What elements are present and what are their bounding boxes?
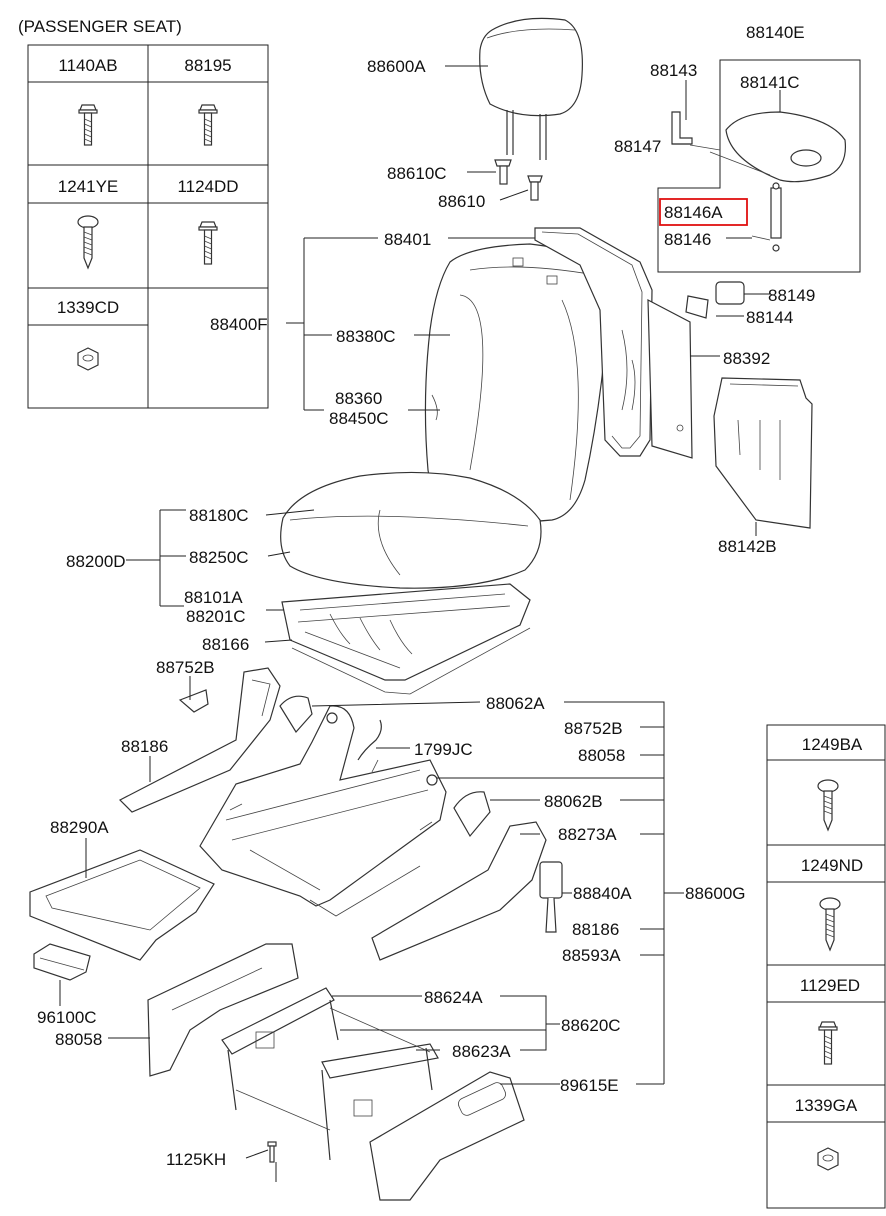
label-88146A: 88146A xyxy=(664,203,723,222)
cover-strip xyxy=(178,689,209,713)
bolt-part xyxy=(267,1141,277,1163)
label-1125KH: 1125KH xyxy=(166,1150,226,1169)
label-88186-left: 88186 xyxy=(121,737,168,756)
highlight-88146A xyxy=(659,198,748,226)
bolt-flange-icon xyxy=(198,221,218,265)
diagram-heading: (PASSENGER SEAT) xyxy=(18,17,182,36)
seat-rail-assembly xyxy=(221,987,439,1161)
label-88141C: 88141C xyxy=(740,73,800,92)
bolt-flange-icon xyxy=(198,104,218,146)
label-88149: 88149 xyxy=(768,286,815,305)
fastener-table-left: 1140AB 88195 1241YE 1124DD 1339CD xyxy=(27,44,269,409)
label-88401: 88401 xyxy=(384,230,431,249)
lumbar-bracket xyxy=(671,111,693,145)
base-cover-right xyxy=(369,1071,525,1201)
fastener-code-1129ED: 1129ED xyxy=(800,976,860,995)
label-88142B: 88142B xyxy=(718,537,777,556)
label-88180C: 88180C xyxy=(189,506,249,525)
recliner-right xyxy=(453,791,491,838)
label-96100C: 96100C xyxy=(37,1008,97,1027)
label-88752B-left: 88752B xyxy=(156,658,215,677)
fastener-code-1249ND: 1249ND xyxy=(801,856,863,875)
base-cover-left xyxy=(147,943,299,1077)
back-board xyxy=(647,298,693,459)
label-1799JC: 1799JC xyxy=(414,740,473,759)
label-88290A: 88290A xyxy=(50,818,109,837)
label-88101A: 88101A xyxy=(184,588,243,607)
seat-back xyxy=(424,243,609,522)
label-89615E: 89615E xyxy=(560,1076,619,1095)
fastener-code-1241YE: 1241YE xyxy=(58,177,119,196)
cushion-frame xyxy=(281,583,531,695)
label-88380C: 88380C xyxy=(336,327,396,346)
label-88752B-right: 88752B xyxy=(564,719,623,738)
seat-cushion xyxy=(280,471,542,589)
bolt-flange-icon xyxy=(78,104,98,146)
lumbar-support-box xyxy=(657,59,861,273)
label-88200D: 88200D xyxy=(66,552,126,571)
tapping-screw-icon xyxy=(817,779,839,832)
label-88600G: 88600G xyxy=(685,884,746,903)
leader-lines xyxy=(59,65,781,1182)
headrest-guide xyxy=(494,159,543,201)
fastener-code-88195: 88195 xyxy=(184,56,231,75)
control-module xyxy=(33,943,91,981)
tapping-screw-icon xyxy=(819,897,841,952)
label-88273A: 88273A xyxy=(558,825,617,844)
label-88624A: 88624A xyxy=(424,988,483,1007)
seat-belt-buckle xyxy=(539,861,563,933)
part-labels: 88600A 88610C 88610 88401 88400F 88380C … xyxy=(37,23,815,1169)
bolt-flange-icon xyxy=(818,1021,838,1065)
fastener-code-1339CD: 1339CD xyxy=(57,298,119,317)
label-88201C: 88201C xyxy=(186,607,246,626)
label-88062A: 88062A xyxy=(486,694,545,713)
label-88620C: 88620C xyxy=(561,1016,621,1035)
hex-nut-icon xyxy=(77,347,99,371)
seat-back-frame xyxy=(512,227,653,457)
label-88392: 88392 xyxy=(723,349,770,368)
label-88250C: 88250C xyxy=(189,548,249,567)
label-88623A: 88623A xyxy=(452,1042,511,1061)
recliner-left xyxy=(279,695,313,734)
lumbar-rod xyxy=(689,144,782,252)
fastener-code-1140AB: 1140AB xyxy=(58,56,117,75)
label-88400F: 88400F xyxy=(210,315,268,334)
fastener-code-1249BA: 1249BA xyxy=(802,735,863,754)
label-88144: 88144 xyxy=(746,308,793,327)
label-88186-right: 88186 xyxy=(572,920,619,939)
fastener-code-1124DD: 1124DD xyxy=(177,177,238,196)
label-88062B: 88062B xyxy=(544,792,603,811)
lumbar-knob xyxy=(685,281,745,319)
label-88147: 88147 xyxy=(614,137,661,156)
wire-harness xyxy=(357,719,382,773)
label-88143: 88143 xyxy=(650,61,697,80)
side-cover-left xyxy=(118,667,281,813)
fastener-table-right: 1249BA 1249ND 1129ED 1339GA xyxy=(766,724,886,1209)
side-cover-right xyxy=(371,821,547,961)
label-88610C: 88610C xyxy=(387,164,447,183)
label-88146: 88146 xyxy=(664,230,711,249)
hex-nut-icon xyxy=(817,1147,839,1171)
label-88600A: 88600A xyxy=(367,57,426,76)
label-88593A: 88593A xyxy=(562,946,621,965)
headrest xyxy=(479,17,583,160)
label-88610: 88610 xyxy=(438,192,485,211)
label-88058-right: 88058 xyxy=(578,746,625,765)
seat-track-frame xyxy=(199,705,447,917)
label-88140E: 88140E xyxy=(746,23,805,42)
lumbar-plate xyxy=(725,111,847,183)
label-88058-left: 88058 xyxy=(55,1030,102,1049)
rear-panel xyxy=(713,377,813,529)
label-88840A: 88840A xyxy=(573,884,632,903)
storage-tray xyxy=(29,849,215,961)
label-88450C: 88450C xyxy=(329,409,389,428)
tapping-screw-icon xyxy=(77,215,99,270)
fastener-code-1339GA: 1339GA xyxy=(795,1096,858,1115)
label-88360: 88360 xyxy=(335,389,382,408)
label-88166: 88166 xyxy=(202,635,249,654)
